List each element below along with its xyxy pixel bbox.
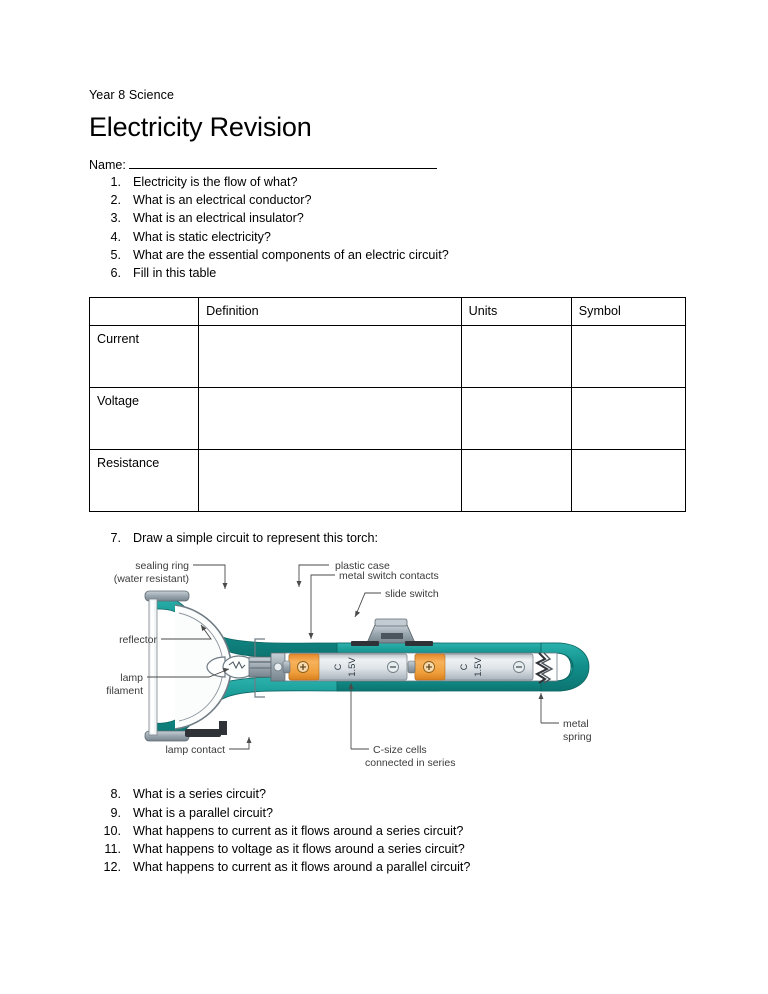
label-cells-line1: C-size cells (373, 744, 427, 756)
question-number: 10. (103, 823, 121, 838)
list-item: 5. What are the essential components of … (89, 246, 689, 264)
question-text: What is an electrical conductor? (133, 193, 312, 208)
lamp-contact-strip (185, 721, 227, 738)
cell-voltage-units[interactable] (460, 387, 572, 451)
name-label: Name: (89, 158, 126, 172)
list-item: 6. Fill in this table (89, 264, 689, 282)
cell-current-units[interactable] (460, 325, 572, 389)
metal-spring (534, 652, 554, 685)
label-slide-switch: slide switch (385, 588, 439, 600)
cell-resistance-units[interactable] (460, 449, 572, 513)
row-label-resistance: Resistance (88, 449, 200, 513)
cell-voltage-definition[interactable] (198, 387, 462, 451)
torch-diagram: C 1.5V C 1.5V (89, 553, 689, 785)
label-spring-line1: metal (563, 718, 589, 730)
list-item: 12. What happens to current as it flows … (89, 858, 689, 876)
torch-sealing-ring (144, 591, 190, 742)
lamp-bulb (206, 638, 286, 699)
question-7: 7. Draw a simple circuit to represent th… (89, 529, 689, 547)
cell-resistance-definition[interactable] (198, 449, 462, 513)
slide-switch[interactable] (366, 619, 416, 644)
cell-current-symbol[interactable] (570, 325, 687, 389)
list-item: 8. What is a series circuit? (89, 785, 689, 803)
battery-cell-1: C 1.5V (282, 654, 408, 681)
question-number: 5. (110, 247, 121, 262)
cell-1-size-label: C (333, 664, 343, 671)
leader-lines (147, 564, 559, 750)
battery-cell-2: C 1.5V (407, 654, 534, 681)
table-row: Resistance (88, 449, 687, 513)
table-row: Current (88, 325, 687, 389)
question-list-first: 1. Electricity is the flow of what? 2. W… (89, 173, 689, 282)
question-number: 9. (110, 805, 121, 820)
question-number: 4. (110, 229, 121, 244)
cell-resistance-symbol[interactable] (570, 449, 687, 513)
name-input-rule[interactable] (128, 157, 437, 169)
question-number: 6. (110, 266, 121, 281)
question-text: Fill in this table (133, 266, 217, 281)
question-number: 8. (110, 787, 121, 802)
list-item: 3. What is an electrical insulator? (89, 209, 689, 227)
table-header-cell-symbol: Symbol (570, 297, 687, 327)
label-lamp-line1: lamp (120, 672, 143, 684)
label-sealing-ring-line2: (water resistant) (114, 573, 189, 585)
row-label-current: Current (88, 325, 200, 389)
list-item: 9. What is a parallel circuit? (89, 804, 689, 822)
cell-voltage-symbol[interactable] (570, 387, 687, 451)
list-item: 1. Electricity is the flow of what? (89, 173, 689, 191)
question-text: What is a series circuit? (133, 787, 266, 802)
question-text: Electricity is the flow of what? (133, 175, 298, 189)
question-text: Draw a simple circuit to represent this … (133, 531, 378, 546)
question-text: What happens to current as it flows arou… (133, 823, 464, 838)
table-row: Voltage (88, 387, 687, 451)
cell-2-voltage-label: 1.5V (473, 657, 484, 677)
cell-1-voltage-label: 1.5V (347, 657, 358, 677)
metal-switch-contacts (351, 641, 433, 647)
table-header-cell-definition: Definition (198, 297, 462, 327)
revision-table: Definition Units Symbol Current Voltage (88, 297, 687, 513)
row-label-voltage: Voltage (88, 387, 200, 451)
question-text: What is an electrical insulator? (133, 211, 304, 226)
label-metal-switch-contacts: metal switch contacts (339, 570, 439, 582)
list-item: 2. What is an electrical conductor? (89, 191, 689, 209)
cell-current-definition[interactable] (198, 325, 462, 389)
question-number: 11. (104, 842, 121, 857)
label-plastic-case: plastic case (335, 560, 390, 572)
list-item: 10. What happens to current as it flows … (89, 822, 689, 840)
question-number: 12. (103, 860, 121, 875)
cell-2-size-label: C (459, 664, 469, 671)
label-cells-line2: connected in series (365, 757, 455, 769)
label-lamp-contact: lamp contact (165, 744, 225, 756)
page-title: Electricity Revision (89, 112, 312, 142)
label-sealing-ring-line1: sealing ring (135, 560, 189, 572)
label-spring-line2: spring (563, 731, 592, 743)
label-lamp-line2: filament (106, 685, 143, 697)
name-field-row: Name: (89, 157, 689, 173)
list-item: 4. What is static electricity? (89, 228, 689, 246)
question-list-second: 8. What is a series circuit? 9. What is … (89, 785, 689, 876)
label-reflector: reflector (119, 634, 157, 646)
question-text: What happens to current as it flows arou… (133, 860, 471, 875)
question-text: What is a parallel circuit? (133, 805, 273, 820)
table-header-cell-units: Units (460, 297, 572, 327)
question-text: What are the essential components of an … (133, 247, 449, 262)
question-number: 7. (110, 531, 121, 546)
question-number: 2. (110, 193, 121, 208)
document-content: Year 8 Science Electricity Revision Name… (88, 88, 689, 876)
list-item: 11. What happens to voltage as it flows … (89, 840, 689, 858)
question-number: 3. (110, 211, 121, 226)
table-header-row: Definition Units Symbol (88, 297, 687, 327)
question-text: What is static electricity? (133, 229, 271, 244)
question-number: 1. (110, 175, 121, 189)
table-header-cell-blank (88, 297, 200, 327)
question-text: What happens to voltage as it flows arou… (133, 842, 465, 857)
subject-line: Year 8 Science (89, 88, 175, 102)
